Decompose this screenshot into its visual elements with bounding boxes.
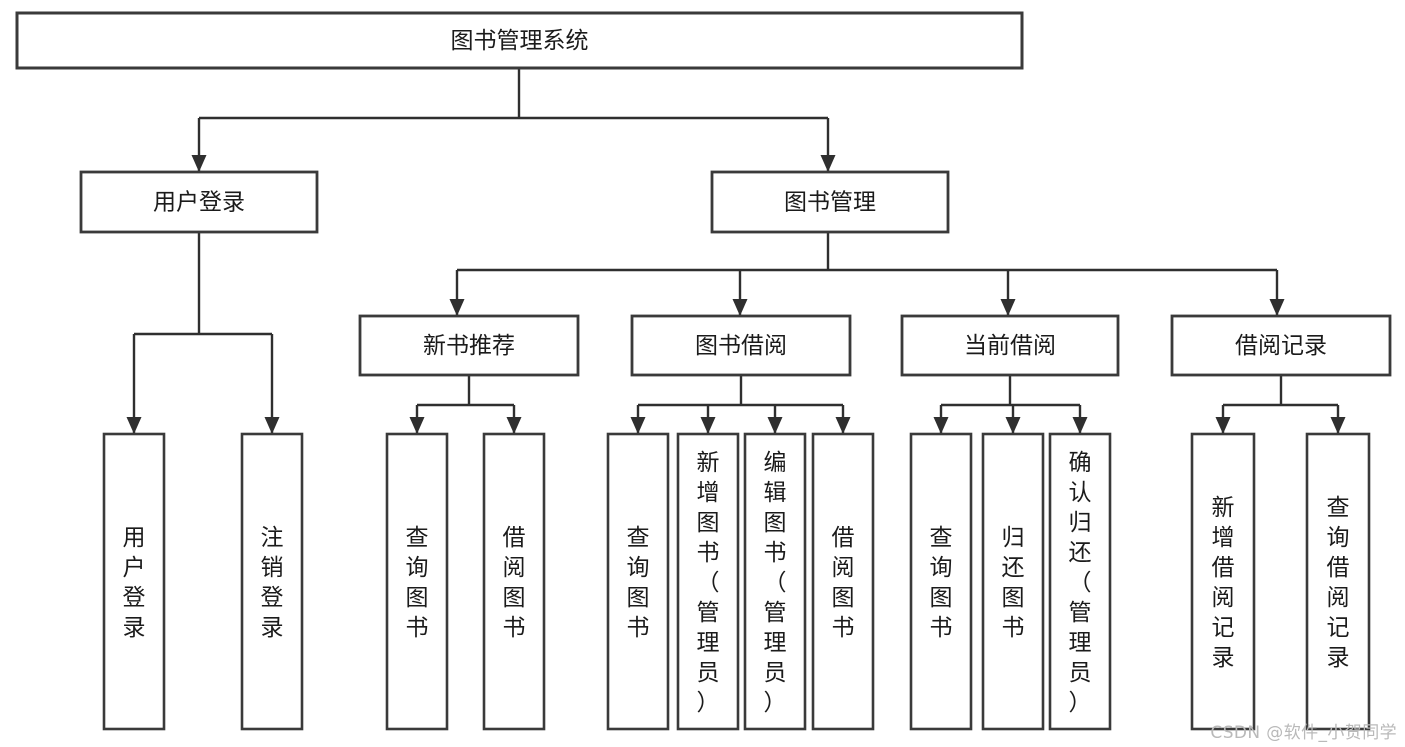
node-label: 注销登录 — [261, 525, 284, 641]
node-leaf-user-login[interactable]: 用户登录 — [102, 432, 166, 731]
node-label: 图书管理 — [784, 190, 876, 216]
node-box[interactable] — [630, 314, 852, 377]
connector-group-record-to-leaves — [1215, 375, 1346, 434]
node-label: 查询图书 — [930, 525, 953, 641]
node-label: 查询图书 — [406, 525, 429, 641]
node-box[interactable] — [1190, 432, 1256, 731]
node-box[interactable] — [900, 314, 1120, 377]
node-box[interactable] — [710, 170, 950, 234]
node-leaf-confirm-return-admin[interactable]: 确认归还（管理员） — [1048, 432, 1112, 731]
node-box[interactable] — [1305, 432, 1371, 731]
node-box[interactable] — [1170, 314, 1392, 377]
node-box[interactable] — [811, 432, 875, 731]
node-leaf-add-borrow-record[interactable]: 新增借阅记录 — [1190, 432, 1256, 731]
connector-group-user-login-to-leaves — [126, 232, 280, 434]
connector-arrowhead — [506, 417, 522, 434]
node-box[interactable] — [743, 432, 807, 731]
node-borrow-record[interactable]: 借阅记录 — [1170, 314, 1392, 377]
node-box[interactable] — [606, 432, 670, 731]
node-book-manage[interactable]: 图书管理 — [710, 170, 950, 234]
connector-arrowhead — [409, 417, 425, 434]
node-label: 新增图书（管理员） — [697, 450, 720, 716]
node-box[interactable] — [102, 432, 166, 731]
node-root-root[interactable]: 图书管理系统 — [15, 11, 1024, 70]
node-current-borrow[interactable]: 当前借阅 — [900, 314, 1120, 377]
node-label: 确认归还（管理员） — [1069, 450, 1092, 716]
node-new-book-recommend[interactable]: 新书推荐 — [358, 314, 580, 377]
node-label: 新增借阅记录 — [1212, 495, 1235, 671]
node-box[interactable] — [358, 314, 580, 377]
node-label: 用户登录 — [123, 525, 146, 641]
connector-arrowhead — [1072, 417, 1088, 434]
node-leaf-edit-book-admin[interactable]: 编辑图书（管理员） — [743, 432, 807, 731]
node-leaf-query-book-current[interactable]: 查询图书 — [909, 432, 973, 731]
node-label: 借阅记录 — [1235, 333, 1327, 359]
connector-group-recommend-to-leaves — [409, 375, 522, 434]
connector-arrowhead — [191, 155, 207, 172]
connector-group-root-to-level2 — [191, 68, 836, 172]
connector-arrowhead — [700, 417, 716, 434]
node-label: 借阅图书 — [832, 525, 855, 641]
node-box[interactable] — [15, 11, 1024, 70]
node-label: 借阅图书 — [503, 525, 526, 641]
connector-group-book-manage-to-level3 — [449, 232, 1285, 316]
node-user-login[interactable]: 用户登录 — [79, 170, 319, 234]
connector-arrowhead — [449, 299, 465, 316]
connector-arrowhead — [732, 299, 748, 316]
node-box[interactable] — [676, 432, 740, 731]
node-book-borrow[interactable]: 图书借阅 — [630, 314, 852, 377]
node-label: 新书推荐 — [423, 333, 515, 359]
connector-arrowhead — [630, 417, 646, 434]
node-label: 归还图书 — [1002, 525, 1025, 641]
connector-arrowhead — [767, 417, 783, 434]
node-label: 编辑图书（管理员） — [764, 450, 787, 716]
node-leaf-return-book[interactable]: 归还图书 — [981, 432, 1045, 731]
node-box[interactable] — [240, 432, 304, 731]
node-box[interactable] — [981, 432, 1045, 731]
connector-group-current-to-leaves — [933, 375, 1088, 434]
node-box[interactable] — [909, 432, 973, 731]
connector-arrowhead — [820, 155, 836, 172]
connector-arrowhead — [835, 417, 851, 434]
connector-arrowhead — [1215, 417, 1231, 434]
node-label: 用户登录 — [153, 190, 245, 216]
node-label: 查询借阅记录 — [1327, 495, 1350, 671]
connector-arrowhead — [126, 417, 142, 434]
node-leaf-add-book-admin[interactable]: 新增图书（管理员） — [676, 432, 740, 731]
node-leaf-query-borrow-record[interactable]: 查询借阅记录 — [1305, 432, 1371, 731]
node-label: 查询图书 — [627, 525, 650, 641]
node-box[interactable] — [385, 432, 449, 731]
node-label: 当前借阅 — [964, 333, 1056, 359]
connector-arrowhead — [264, 417, 280, 434]
node-box[interactable] — [482, 432, 546, 731]
node-leaf-borrow-book[interactable]: 借阅图书 — [811, 432, 875, 731]
node-label: 图书借阅 — [695, 333, 787, 359]
connector-arrowhead — [933, 417, 949, 434]
connector-group-borrow-to-leaves — [630, 375, 851, 434]
node-box[interactable] — [1048, 432, 1112, 731]
node-leaf-logout-login[interactable]: 注销登录 — [240, 432, 304, 731]
node-leaf-query-book-rec[interactable]: 查询图书 — [385, 432, 449, 731]
connector-arrowhead — [1330, 417, 1346, 434]
connector-arrowhead — [1005, 417, 1021, 434]
connector-arrowhead — [1000, 299, 1016, 316]
connector-arrowhead — [1269, 299, 1285, 316]
node-box[interactable] — [79, 170, 319, 234]
node-label: 图书管理系统 — [451, 28, 589, 54]
node-leaf-borrow-book-rec[interactable]: 借阅图书 — [482, 432, 546, 731]
node-leaf-query-book-borrow[interactable]: 查询图书 — [606, 432, 670, 731]
